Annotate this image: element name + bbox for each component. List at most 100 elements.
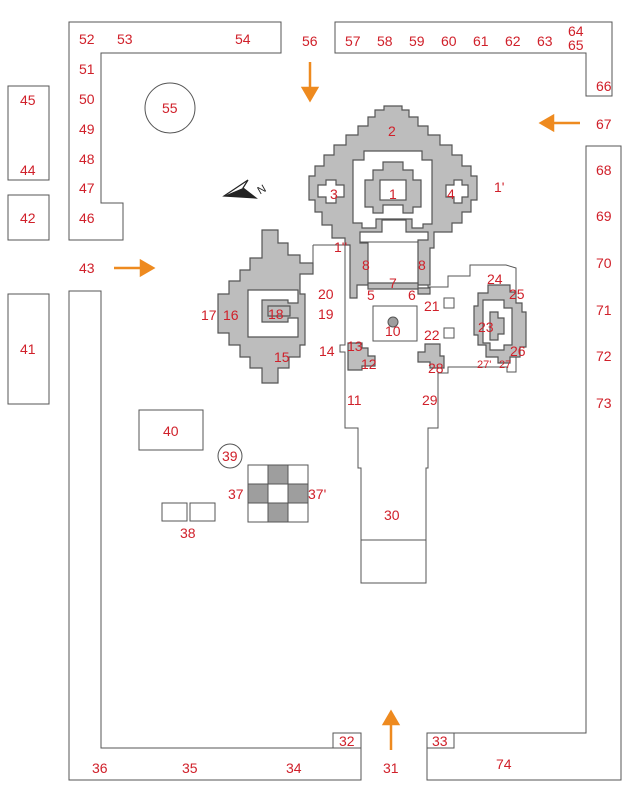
east-shrine-core-23	[489, 311, 505, 341]
label-48: 48	[79, 151, 95, 167]
label-71: 71	[596, 302, 612, 318]
west-shrine-inner-core	[267, 305, 291, 317]
label-18: 18	[268, 306, 284, 322]
label-37: 37	[228, 486, 244, 502]
label-1-double-prime: 1''	[334, 239, 347, 255]
east-shrine	[473, 284, 527, 364]
label-7: 7	[389, 275, 397, 291]
structure-28	[417, 343, 445, 369]
checker-platform-37	[247, 464, 309, 523]
label-38: 38	[180, 525, 196, 541]
altar-10	[372, 305, 418, 342]
gate-6-7	[367, 282, 431, 295]
label-32: 32	[339, 733, 355, 749]
label-24: 24	[487, 271, 503, 287]
gate-box-32	[332, 732, 362, 749]
label-15: 15	[274, 349, 290, 365]
label-2: 2	[388, 123, 396, 139]
label-1: 1	[389, 186, 397, 202]
label-25: 25	[509, 286, 525, 302]
entrance-arrows	[114, 62, 580, 750]
label-69: 69	[596, 208, 612, 224]
label-30: 30	[384, 507, 400, 523]
label-1-prime: 1'	[494, 179, 504, 195]
label-62: 62	[505, 33, 521, 49]
label-16: 16	[223, 307, 239, 323]
label-13: 13	[347, 338, 363, 354]
label-8-west: 8	[362, 257, 370, 273]
label-52: 52	[79, 31, 95, 47]
pond-55	[144, 82, 196, 134]
label-50: 50	[79, 91, 95, 107]
label-19: 19	[318, 306, 334, 322]
west-shrine-inner-18	[247, 289, 299, 338]
label-35: 35	[182, 760, 198, 776]
label-59: 59	[409, 33, 425, 49]
label-73: 73	[596, 395, 612, 411]
label-26: 26	[510, 343, 526, 359]
arrow-west-entrance	[114, 258, 156, 278]
label-23: 23	[478, 319, 494, 335]
altar-10-core	[387, 316, 399, 328]
label-63: 63	[537, 33, 553, 49]
core-1-chamber	[379, 179, 407, 201]
label-3: 3	[330, 186, 338, 202]
building-42	[7, 194, 50, 241]
arrow-south-entrance	[300, 62, 320, 103]
label-61: 61	[473, 33, 489, 49]
label-33: 33	[432, 733, 448, 749]
label-12: 12	[361, 356, 377, 372]
label-57: 57	[345, 33, 361, 49]
structure-12-13	[347, 342, 376, 371]
wall-southwest	[68, 290, 362, 781]
label-42: 42	[20, 210, 36, 226]
label-22: 22	[424, 327, 440, 343]
label-8-east: 8	[418, 257, 426, 273]
label-70: 70	[596, 255, 612, 271]
number-labels: 1 1' 1'' 2 3 4 5 6 7 8 8 10 11 12 13 14 …	[20, 23, 612, 776]
label-60: 60	[441, 33, 457, 49]
label-14: 14	[319, 343, 335, 359]
label-68: 68	[596, 162, 612, 178]
arrow-north-entrance	[381, 709, 401, 750]
label-65: 65	[568, 37, 584, 53]
north-arrow-icon: N	[222, 179, 269, 199]
label-11: 11	[347, 392, 362, 408]
block-38a	[161, 502, 188, 522]
label-43: 43	[79, 260, 95, 276]
label-28: 28	[428, 360, 444, 376]
label-40: 40	[163, 423, 179, 439]
label-45: 45	[20, 92, 36, 108]
label-47: 47	[79, 180, 95, 196]
main-shrine	[308, 105, 478, 299]
building-44-45	[7, 85, 50, 181]
gate-box-33	[426, 732, 455, 749]
wall-east	[426, 145, 622, 781]
label-56: 56	[302, 33, 318, 49]
terrace-outline	[339, 241, 517, 584]
building-41	[7, 293, 50, 405]
label-51: 51	[79, 61, 95, 77]
feature-39	[217, 443, 243, 469]
north-label: N	[256, 183, 269, 197]
label-31: 31	[383, 760, 399, 776]
label-17: 17	[201, 307, 217, 323]
label-64: 64	[568, 23, 584, 39]
label-5: 5	[367, 287, 375, 303]
label-44: 44	[20, 162, 36, 178]
label-66: 66	[596, 78, 612, 94]
niche-21	[443, 297, 455, 309]
label-37-prime: 37'	[308, 486, 326, 502]
arrow-east-entrance	[538, 113, 580, 133]
label-27: 27	[499, 359, 511, 371]
label-10: 10	[385, 323, 401, 339]
label-74: 74	[496, 756, 512, 772]
block-38b	[189, 502, 216, 522]
label-21: 21	[424, 298, 440, 314]
label-67: 67	[596, 116, 612, 132]
label-58: 58	[377, 33, 393, 49]
wall-northwest	[68, 21, 282, 241]
building-40	[138, 409, 204, 451]
wall-northeast	[334, 21, 613, 97]
